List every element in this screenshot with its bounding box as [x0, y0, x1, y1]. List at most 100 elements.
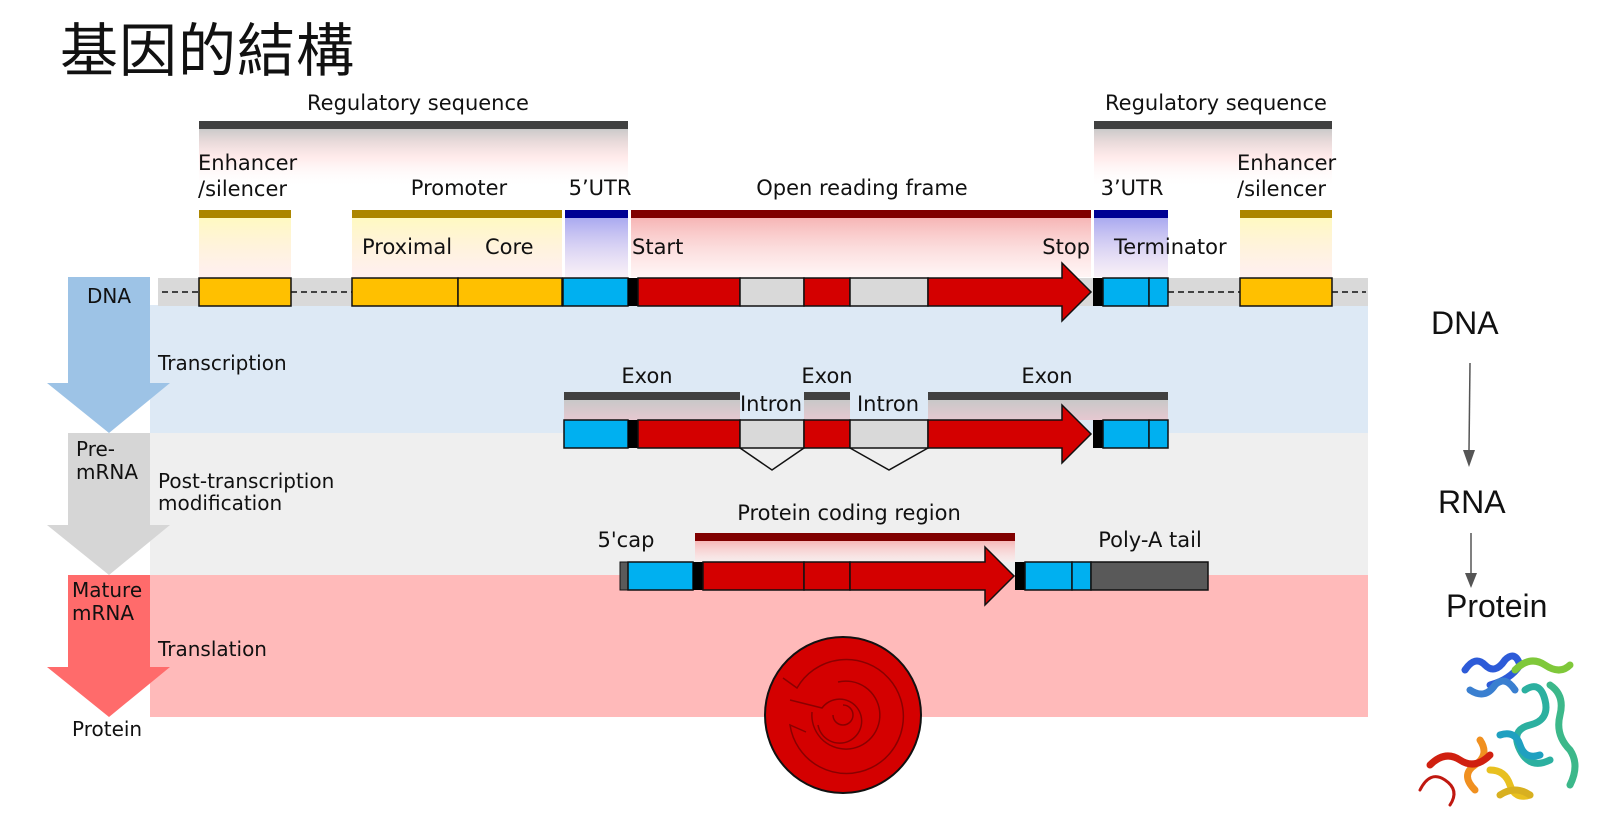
- cap5-label: 5'cap: [598, 528, 655, 552]
- exon1-shade: [564, 400, 740, 420]
- mature-utr5-block: [627, 561, 694, 591]
- mature-orf-arrow: [849, 545, 1016, 607]
- core-promoter-block: [457, 277, 563, 307]
- dogma-rna-label: RNA: [1438, 484, 1506, 520]
- enhancer-right-block: [1239, 277, 1333, 307]
- mature-terminator-block: [1071, 561, 1092, 591]
- exon2-bar: [804, 392, 850, 400]
- mature-utr3-block: [1024, 561, 1073, 591]
- enhancer-left-block: [198, 277, 292, 307]
- exon-block: [803, 277, 851, 307]
- orf-arrow: [927, 261, 1093, 323]
- mature-mrna-band: [150, 575, 1368, 717]
- stage-pre-mrna-label-2: mRNA: [76, 460, 138, 484]
- utr3-label: 3’UTR: [1101, 176, 1164, 200]
- proximal-label: Proximal: [362, 235, 452, 259]
- stage-post-transcription-label-2: modification: [158, 491, 282, 515]
- regulatory-left-shade: [199, 128, 628, 188]
- enhancer-left-shade: [199, 217, 291, 277]
- stage-post-transcription-label-1: Post-transcription: [158, 469, 334, 493]
- exon3-shade: [928, 400, 1168, 420]
- promoter-shade: [352, 217, 562, 277]
- proximal-promoter-block: [351, 277, 459, 307]
- pre-exon-block: [803, 419, 851, 449]
- regulatory-right-shade: [1094, 128, 1332, 188]
- stage-mature-mrna-label-2: mRNA: [72, 601, 134, 625]
- polya-label: Poly-A tail: [1098, 528, 1202, 552]
- pre-exon-block: [637, 419, 741, 449]
- folded-protein-icon: [764, 636, 922, 794]
- stop-codon: [1093, 278, 1103, 306]
- exon2-shade: [804, 400, 850, 420]
- enhancer-right-label-2: /silencer: [1237, 177, 1326, 201]
- mature-stop-codon: [1015, 562, 1025, 590]
- promoter-label: Promoter: [411, 176, 508, 200]
- coding-region-shade: [695, 540, 1015, 562]
- enhancer-right-shade: [1240, 217, 1332, 277]
- stop-label: Stop: [1042, 235, 1090, 259]
- orf-label: Open reading frame: [756, 176, 967, 200]
- enhancer-left-bar: [199, 210, 291, 218]
- utr5-bar: [565, 210, 628, 218]
- enhancer-left-label-2: /silencer: [198, 177, 287, 201]
- polya-tail-block: [1090, 561, 1209, 591]
- utr3-shade: [1094, 217, 1168, 277]
- enhancer-left-label-1: Enhancer: [198, 151, 298, 175]
- protein-structure-image: [1418, 652, 1579, 807]
- intron2-label: Intron: [857, 392, 919, 416]
- pre-utr3-block: [1102, 419, 1150, 449]
- utr5-shade: [565, 217, 628, 277]
- dna-stage-arrow: [47, 277, 170, 433]
- rna-to-protein-arrowhead: [1465, 573, 1477, 588]
- mature-start-codon: [693, 562, 703, 590]
- regulatory-left-label: Regulatory sequence: [307, 91, 529, 115]
- splice-connector: [739, 447, 805, 471]
- dna-to-rna-arrowhead: [1463, 450, 1475, 467]
- core-label: Core: [485, 235, 534, 259]
- stage-dna-label: DNA: [87, 284, 131, 308]
- pre-terminator-block: [1148, 419, 1169, 449]
- mature-mrna-stage-arrow: [47, 575, 170, 717]
- exon2-label: Exon: [801, 364, 852, 388]
- pre-intron-block: [849, 419, 929, 449]
- mature-exon-block: [803, 561, 851, 591]
- regulatory-left-bar: [199, 121, 628, 129]
- regulatory-right-bar: [1094, 121, 1332, 129]
- exon-block: [637, 277, 741, 307]
- splice-connector: [849, 447, 929, 471]
- utr3-bar: [1094, 210, 1168, 218]
- stage-transcription-label: Transcription: [157, 351, 287, 375]
- utr5-block: [562, 277, 629, 307]
- cap5-block: [619, 561, 629, 591]
- orf-bar: [631, 210, 1091, 218]
- mature-exon-block: [702, 561, 805, 591]
- pre-mrna-stage-arrow: [47, 433, 170, 575]
- stage-mature-mrna-label-1: Mature: [72, 578, 142, 602]
- intron1-label: Intron: [740, 392, 802, 416]
- dogma-protein-label: Protein: [1446, 588, 1548, 624]
- stage-protein-label: Protein: [72, 717, 142, 741]
- stage-pre-mrna-label-1: Pre-: [76, 437, 115, 461]
- enhancer-right-bar: [1240, 210, 1332, 218]
- pre-utr5-block: [563, 419, 629, 449]
- coding-region-bar: [695, 533, 1015, 541]
- orf-shade: [631, 217, 1091, 277]
- utr3-block: [1102, 277, 1150, 307]
- stage-translation-label: Translation: [157, 637, 267, 661]
- exon1-bar: [564, 392, 740, 400]
- page-title: 基因的結構: [60, 17, 356, 85]
- exon1-label: Exon: [621, 364, 672, 388]
- pre-orf-arrow: [927, 403, 1093, 465]
- terminator-label: Terminator: [1113, 235, 1227, 259]
- promoter-bar: [352, 210, 562, 218]
- exon3-bar: [928, 392, 1168, 400]
- pre-start-codon: [628, 420, 638, 448]
- pre-stop-codon: [1093, 420, 1103, 448]
- start-label: Start: [632, 235, 683, 259]
- regulatory-right-label: Regulatory sequence: [1105, 91, 1327, 115]
- utr5-label: 5’UTR: [569, 176, 632, 200]
- dna-to-rna-arrow-line: [1468, 362, 1471, 451]
- intron-block: [739, 277, 805, 307]
- terminator-block: [1148, 277, 1169, 307]
